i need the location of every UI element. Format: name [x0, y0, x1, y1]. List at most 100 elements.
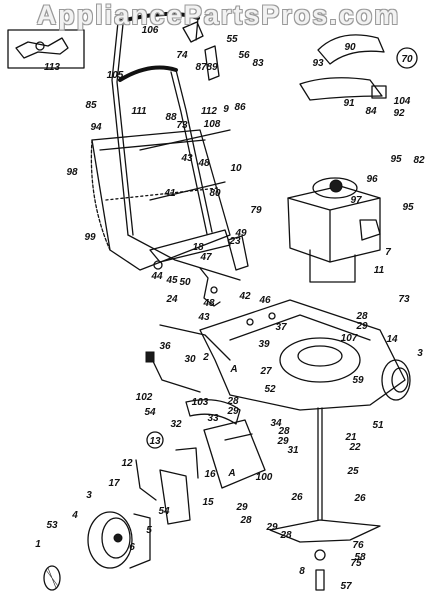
part-callout: 79 [250, 205, 262, 216]
part-callout: 95 [402, 202, 414, 213]
part-callout: 37 [275, 322, 287, 333]
part-callout: 7 [385, 247, 391, 258]
part-callout: 36 [159, 341, 171, 352]
part-callout: 88 [165, 112, 177, 123]
part-callout: 6 [129, 542, 135, 553]
hubcap [43, 565, 61, 591]
part-callout: 41 [163, 188, 176, 199]
part-callout: 92 [393, 108, 405, 119]
circled-label-13: 13 [146, 431, 164, 449]
rear-baffle [185, 399, 241, 425]
part-callout: 85 [85, 100, 97, 111]
part-callout: 28 [355, 311, 368, 322]
part-callout: 73 [398, 294, 410, 305]
part-callout: A [227, 468, 235, 479]
part-callout: 54 [144, 407, 156, 418]
part-callout: 28 [277, 426, 290, 437]
part-callout: 89 [206, 62, 218, 73]
part-callout: 104 [394, 96, 411, 107]
part-callout: 94 [90, 122, 102, 133]
part-callout: 56 [238, 50, 250, 61]
part-callout: 55 [226, 34, 238, 45]
part-callout: 3 [86, 490, 92, 501]
handle-assembly [111, 11, 241, 281]
part-callout: 48 [202, 298, 215, 309]
part-callout: 21 [344, 432, 357, 443]
part-callout: 58 [354, 552, 366, 563]
circled-label-70: 70 [396, 47, 418, 69]
part-callout: 30 [184, 354, 196, 365]
part-callout: 47 [199, 252, 212, 263]
part-callout: 26 [353, 493, 366, 504]
part-callout: 32 [170, 419, 182, 430]
part-callout: 97 [350, 195, 362, 206]
part-callout: 48 [197, 158, 210, 169]
part-callout: 84 [365, 106, 377, 117]
part-callout: 52 [264, 384, 276, 395]
part-callout: 96 [366, 174, 378, 185]
part-callout: 86 [234, 102, 246, 113]
part-callout: 14 [386, 334, 398, 345]
mower-deck [159, 299, 406, 411]
part-callout: 29 [276, 436, 289, 447]
part-callout: 45 [165, 275, 178, 286]
rear-wheel [381, 359, 411, 401]
part-callout: 76 [352, 540, 364, 551]
part-callout: 29 [265, 522, 278, 533]
part-callout: 16 [204, 469, 216, 480]
part-callout: 31 [287, 445, 299, 456]
height-lever [135, 351, 201, 501]
part-callout: 103 [192, 397, 209, 408]
part-callout: 3 [417, 348, 423, 359]
part-callout: 105 [107, 70, 124, 81]
part-callout: 83 [252, 58, 264, 69]
part-callout: 107 [341, 333, 358, 344]
part-callout: 25 [346, 466, 359, 477]
part-callout: 53 [46, 520, 58, 531]
part-callout: 42 [238, 291, 251, 302]
part-callout: 15 [202, 497, 214, 508]
part-callout: 51 [372, 420, 384, 431]
part-callout: 57 [340, 581, 352, 592]
circled-label-text: 70 [401, 54, 413, 65]
part-callout: 39 [258, 339, 270, 350]
inset-box [7, 29, 85, 69]
part-callout: 75 [350, 558, 362, 569]
part-callout: 33 [207, 413, 219, 424]
part-callout: 8 [299, 566, 305, 577]
muffler-guard [299, 34, 387, 101]
part-callout: 59 [352, 375, 364, 386]
part-callout: 26 [290, 492, 303, 503]
part-callout: 44 [150, 271, 163, 282]
part-callout: 28 [239, 515, 252, 526]
wheel-bracket [159, 447, 199, 525]
circled-label-text: 13 [149, 436, 161, 447]
part-callout: 9 [223, 104, 229, 115]
part-callout: 18 [192, 242, 204, 253]
part-callout: A [229, 364, 237, 375]
part-callout: 24 [165, 294, 178, 305]
part-callout: 11 [374, 265, 385, 276]
part-callout: 5 [146, 525, 152, 536]
part-callout: 22 [348, 442, 361, 453]
part-callout: 113 [44, 62, 60, 73]
discharge-chute [203, 419, 266, 489]
part-callout: 50 [179, 277, 191, 288]
part-callout: 1 [35, 539, 41, 550]
part-callout: 43 [197, 312, 210, 323]
part-callout: 112 [201, 106, 217, 117]
grass-catcher-bag [90, 129, 231, 271]
part-callout: 98 [66, 167, 78, 178]
part-callout: 29 [235, 502, 248, 513]
part-callout: 17 [108, 478, 120, 489]
part-callout: 99 [84, 232, 96, 243]
part-callout: 27 [259, 366, 272, 377]
part-callout: 49 [234, 228, 247, 239]
blade-assembly [269, 407, 381, 591]
part-callout: 91 [343, 98, 355, 109]
part-callout: 87 [195, 62, 207, 73]
height-adjust-brackets [153, 235, 249, 307]
engine [287, 177, 381, 283]
